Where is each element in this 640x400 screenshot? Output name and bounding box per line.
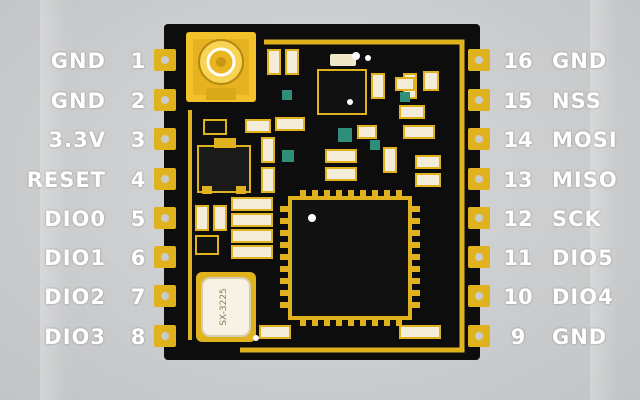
pin-label-13: MISO bbox=[552, 168, 618, 192]
pin-number-1: 1 bbox=[130, 49, 146, 73]
pin-number-6: 6 bbox=[130, 246, 146, 270]
crystal-marking: SX-3225 bbox=[219, 288, 229, 326]
pin-number-5: 5 bbox=[130, 207, 146, 231]
antenna-connector bbox=[186, 32, 256, 102]
pin-label-3: 3.3V bbox=[48, 128, 106, 152]
pin-number-9: 9 bbox=[510, 325, 526, 349]
ground-trace bbox=[240, 39, 465, 353]
pin-label-11: DIO5 bbox=[552, 246, 614, 270]
main-ic bbox=[280, 190, 420, 326]
pin-label-4: RESET bbox=[26, 168, 106, 192]
pin-label-10: DIO4 bbox=[552, 285, 614, 309]
pin-number-4: 4 bbox=[130, 168, 146, 192]
background-stripe bbox=[40, 0, 68, 400]
pin-number-10: 10 bbox=[503, 285, 533, 309]
voltage-regulator bbox=[197, 138, 251, 194]
pin-label-1: GND bbox=[50, 49, 106, 73]
pin-number-14: 14 bbox=[503, 128, 533, 152]
pin-label-14: MOSI bbox=[552, 128, 618, 152]
pin-number-15: 15 bbox=[503, 89, 533, 113]
pin-number-8: 8 bbox=[130, 325, 146, 349]
pin-label-7: DIO2 bbox=[44, 285, 106, 309]
crystal-oscillator: SX-3225 bbox=[196, 272, 256, 342]
pin-number-2: 2 bbox=[130, 89, 146, 113]
pin-label-6: DIO1 bbox=[44, 246, 106, 270]
pin-number-16: 16 bbox=[503, 49, 533, 73]
pin-number-13: 13 bbox=[503, 168, 533, 192]
small-ic bbox=[317, 54, 367, 115]
smd-components bbox=[195, 49, 441, 341]
pin-label-9: GND bbox=[552, 325, 608, 349]
pin-number-3: 3 bbox=[130, 128, 146, 152]
pin-label-5: DIO0 bbox=[44, 207, 106, 231]
pin-label-12: SCK bbox=[552, 207, 602, 231]
pin-label-15: NSS bbox=[552, 89, 602, 113]
background-stripe bbox=[590, 0, 618, 400]
pin-label-16: GND bbox=[552, 49, 608, 73]
pin-number-12: 12 bbox=[503, 207, 533, 231]
pin-label-2: GND bbox=[50, 89, 106, 113]
pin-label-8: DIO3 bbox=[44, 325, 106, 349]
pin-number-7: 7 bbox=[130, 285, 146, 309]
pin-number-11: 11 bbox=[503, 246, 533, 270]
